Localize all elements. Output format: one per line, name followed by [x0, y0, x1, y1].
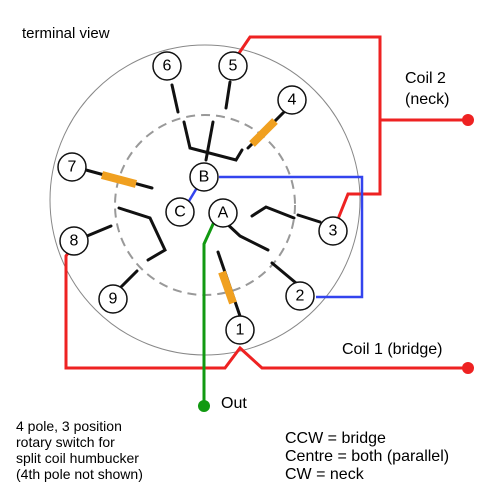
wiper-pole-a-arm: [223, 220, 270, 252]
description-line-4: (4th pole not shown): [16, 466, 143, 482]
svg-text:4: 4: [288, 92, 297, 109]
svg-text:6: 6: [163, 58, 172, 75]
contact-8: [85, 224, 113, 238]
contact-3: [296, 213, 322, 224]
terminal-4[interactable]: 4: [277, 85, 307, 115]
wire-coil2-red: [231, 35, 468, 122]
terminal-9[interactable]: 9: [98, 284, 128, 314]
svg-text:B: B: [199, 169, 210, 186]
position-centre: Centre = both (parallel): [285, 448, 449, 465]
terminal-5[interactable]: 5: [218, 51, 248, 81]
contact-6: [170, 83, 180, 114]
resistor-7: [100, 171, 138, 188]
coil2-label-line2: (neck): [405, 91, 449, 108]
terminal-8[interactable]: 8: [59, 226, 89, 256]
svg-text:A: A: [218, 205, 229, 222]
svg-text:7: 7: [68, 159, 77, 176]
svg-text:2: 2: [296, 288, 305, 305]
coil1-label: Coil 1 (bridge): [342, 341, 442, 358]
description-line-2: rotary switch for: [16, 434, 115, 450]
terminal-6[interactable]: 6: [152, 51, 182, 81]
out-label: Out: [221, 395, 247, 412]
terminal-c[interactable]: C: [165, 197, 195, 227]
terminal-a[interactable]: A: [208, 198, 238, 228]
terminal-2[interactable]: 2: [285, 281, 315, 311]
terminal-3[interactable]: 3: [318, 216, 348, 246]
resistor-4: [249, 118, 278, 147]
wire-terminal3-red: [334, 120, 382, 225]
svg-text:C: C: [174, 204, 186, 221]
svg-text:5: 5: [229, 58, 238, 75]
coil1-endpoint: [462, 362, 474, 374]
wiper-pole-b: [182, 120, 244, 162]
svg-text:9: 9: [109, 291, 118, 308]
out-endpoint: [198, 400, 210, 412]
position-cw: CW = neck: [285, 466, 365, 483]
wire-coil1-red: [64, 242, 468, 370]
terminal-7[interactable]: 7: [57, 152, 87, 182]
contact-5: [224, 80, 232, 110]
wiper-pole-b-stem: [204, 120, 215, 162]
wire-out-green: [202, 221, 216, 406]
svg-text:1: 1: [236, 322, 245, 339]
wire-common-b-blue: [219, 175, 364, 299]
wiper-pole-c: [117, 206, 167, 262]
diagram-title: terminal view: [22, 25, 110, 42]
contact-9: [119, 269, 139, 289]
svg-text:3: 3: [329, 223, 338, 240]
terminal-b[interactable]: B: [189, 162, 219, 192]
description-line-1: 4 pole, 3 position: [16, 418, 122, 434]
wiper-pole-a: [250, 205, 296, 220]
description-line-3: split coil humbucker: [16, 450, 139, 466]
coil2-endpoint: [462, 114, 474, 126]
position-ccw: CCW = bridge: [285, 430, 386, 447]
coil2-label-line1: Coil 2: [405, 70, 446, 87]
contact-2: [270, 261, 298, 285]
terminal-1[interactable]: 1: [225, 315, 255, 345]
resistor-1: [218, 270, 237, 305]
svg-text:8: 8: [70, 233, 79, 250]
